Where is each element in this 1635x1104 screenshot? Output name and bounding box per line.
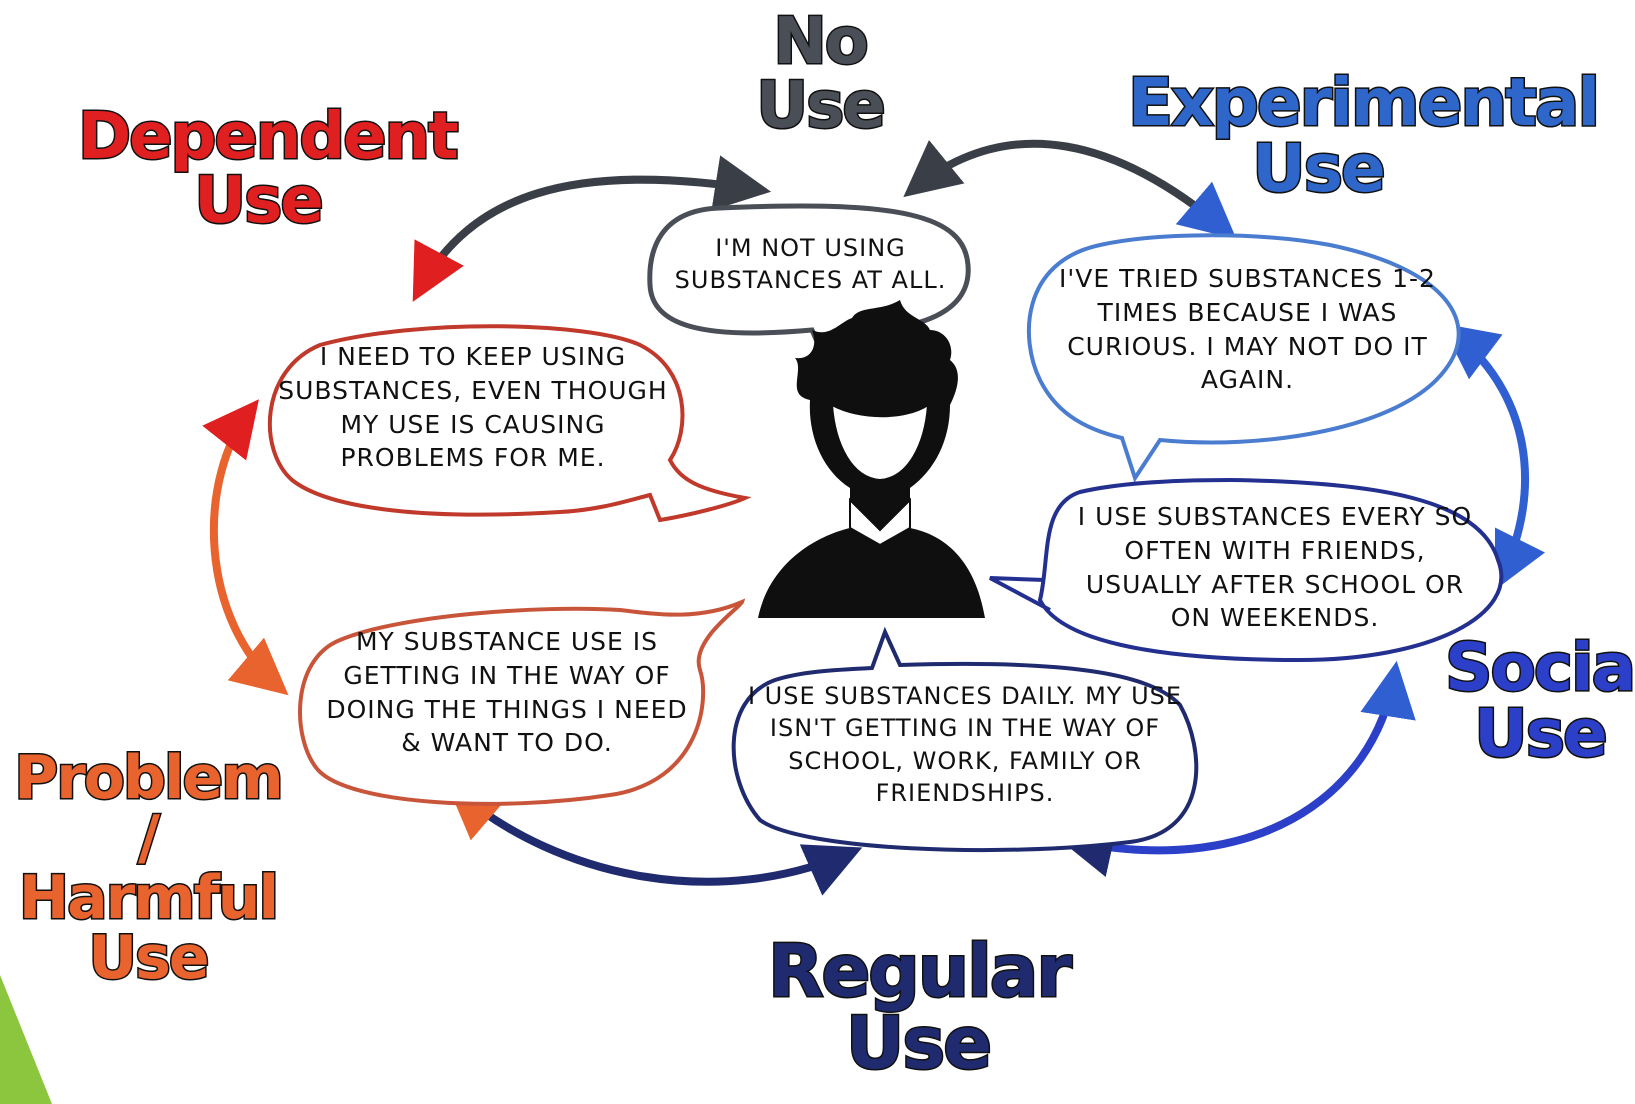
stage-label-problem-line3: Use [87,923,211,993]
corner-accent [0,975,52,1104]
stage-label-dependent-line1: Dependent [77,100,461,174]
arrow-social-regular [1057,660,1416,877]
person-silhouette-icon [758,300,985,618]
stage-label-social-line1: Social [1444,629,1635,706]
bubble-text-dependent: I need to keep using substances, even th… [278,342,668,473]
stage-label-no-use-line1: No Use [755,5,887,143]
bubble-text-regular: I use substances daily. My use isn't get… [747,682,1183,808]
stage-label-regular-line1: Regular [767,929,1074,1013]
stage-label-regular-line2: Use [844,1001,993,1085]
stage-label-dependent: Dependent Use [77,100,461,238]
bubble-problem [298,598,746,806]
stage-label-dependent-line2: Use [193,164,325,238]
arrow-experimental-social [1441,323,1546,591]
arrow-no-use-experimental [903,139,1237,240]
stage-label-experimental-line1: Experimental [1127,64,1602,141]
bubble-dependent [267,324,752,523]
stage-label-problem-line2: Harmful [17,863,280,933]
stage-label-no-use: No Use [700,5,940,143]
arrow-dependent-no-use [412,155,772,302]
bubble-text-no-use: I'm not using substances at all. [674,234,947,295]
bubble-text-problem: My substance use is getting in the way o… [326,627,688,758]
bubble-regular [731,626,1199,853]
bubble-text-social: I use substances every so often with fri… [1077,502,1473,633]
stage-label-experimental: Experimental Use [1127,64,1602,207]
arrow-regular-problem [446,782,863,896]
stage-label-social-line2: Use [1473,695,1610,772]
stage-label-social: Social Use [1444,629,1635,772]
arrow-problem-dependent [202,399,289,696]
bubble-social [989,477,1504,663]
stage-label-problem-line1: Problem / [13,743,286,873]
stage-label-problem: Problem / Harmful Use [8,743,288,993]
bubble-experimental [1026,233,1461,483]
bubble-text-experimental: I've tried substances 1-2 times because … [1059,264,1436,395]
stage-label-experimental-line2: Use [1251,130,1388,207]
stage-label-regular: Regular Use [767,929,1074,1085]
